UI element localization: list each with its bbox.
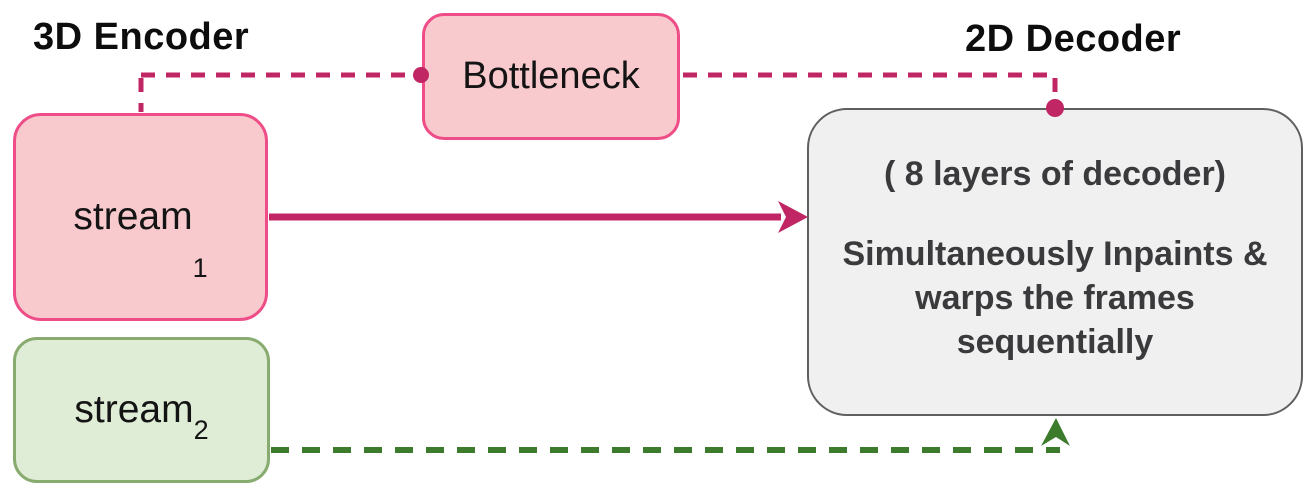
stream1-decoder-arrowhead <box>778 201 808 233</box>
decoder-header-line: ( 8 layers of decoder) <box>883 155 1226 193</box>
decoder-body-line-2: warps the frames <box>915 279 1195 317</box>
stream1-node: stream 1 <box>13 113 268 321</box>
stream2-decoder-arrowhead <box>1041 418 1070 446</box>
encoder-section-title: 3D Encoder <box>33 16 250 58</box>
stream1-label: stream <box>73 195 193 238</box>
decoder-body-line-3: sequentially <box>956 323 1154 361</box>
stream2-label: stream <box>74 388 194 431</box>
decoder-node: ( 8 layers of decoder) Simultaneously In… <box>807 108 1303 416</box>
stream2-subscript: 2 <box>193 415 209 445</box>
stream1-subscript: 1 <box>192 253 208 283</box>
decoder-section-title: 2D Decoder <box>965 18 1182 60</box>
bottleneck-label: Bottleneck <box>462 55 640 97</box>
decoder-text-spacer <box>809 196 1301 232</box>
bottleneck-node: Bottleneck <box>422 13 680 140</box>
decoder-body-line-1: Simultaneously Inpaints & <box>842 235 1268 273</box>
